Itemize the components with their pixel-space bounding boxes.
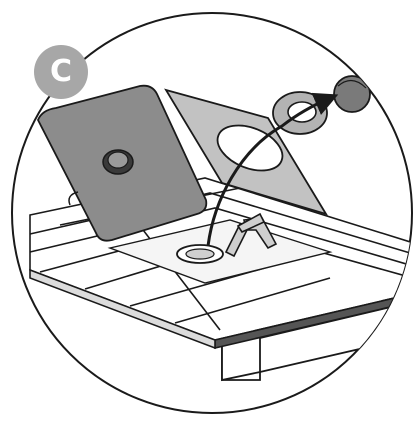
step-badge: C bbox=[34, 45, 88, 99]
step-letter: C bbox=[50, 57, 72, 87]
cap bbox=[334, 76, 370, 112]
